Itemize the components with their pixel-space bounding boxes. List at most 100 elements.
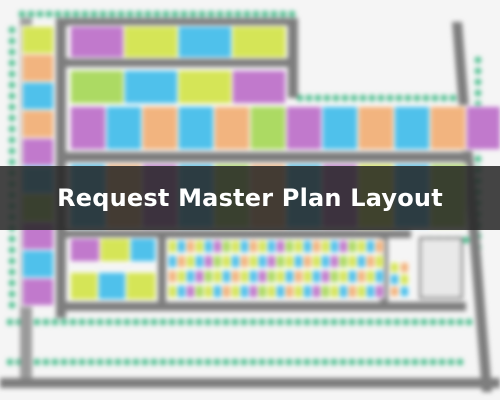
plot: [176, 284, 187, 299]
tree-icon: [135, 10, 143, 18]
tree-icon: [150, 358, 158, 366]
tree-icon: [54, 10, 62, 18]
tree-icon: [384, 358, 392, 366]
tree-icon: [33, 358, 41, 366]
tree-icon: [132, 358, 140, 366]
tree-icon: [8, 26, 16, 34]
tree-icon: [8, 279, 16, 287]
plot: [123, 25, 179, 59]
plot: [185, 269, 196, 284]
tree-icon: [60, 318, 68, 326]
tree-icon: [8, 37, 16, 45]
plot: [275, 269, 286, 284]
plot: [176, 239, 187, 254]
tree-icon: [8, 246, 16, 254]
tree-icon: [8, 59, 16, 67]
tree-icon: [474, 89, 482, 97]
plot: [239, 239, 250, 254]
tree-icon: [195, 318, 203, 326]
tree-icon: [204, 358, 212, 366]
plot: [177, 25, 233, 59]
plot: [321, 105, 359, 151]
plot: [311, 284, 322, 299]
plot: [248, 269, 259, 284]
plot: [21, 81, 55, 111]
tree-icon: [186, 358, 194, 366]
road-segment: [66, 302, 466, 311]
plot: [365, 284, 376, 299]
tree-icon: [8, 70, 16, 78]
tree-icon: [321, 358, 329, 366]
tree-icon: [252, 10, 260, 18]
tree-icon: [222, 318, 230, 326]
tree-icon: [126, 10, 134, 18]
tree-icon: [42, 318, 50, 326]
plot: [311, 239, 322, 254]
plot: [399, 273, 410, 286]
plot: [302, 254, 313, 269]
plot: [167, 284, 178, 299]
tree-icon: [375, 358, 383, 366]
request-layout-button[interactable]: Request Master Plan Layout: [0, 166, 500, 230]
tree-icon: [90, 10, 98, 18]
tree-icon: [8, 301, 16, 309]
tree-icon: [393, 318, 401, 326]
tree-icon: [240, 318, 248, 326]
tree-icon: [6, 358, 14, 366]
tree-icon: [78, 318, 86, 326]
tree-icon: [366, 358, 374, 366]
tree-icon: [114, 358, 122, 366]
tree-icon: [8, 257, 16, 265]
tree-icon: [348, 358, 356, 366]
tree-icon: [186, 318, 194, 326]
plot: [356, 254, 367, 269]
tree-icon: [341, 94, 349, 102]
plot: [167, 254, 178, 269]
plot: [203, 254, 214, 269]
tree-icon: [159, 358, 167, 366]
plot: [21, 137, 55, 167]
tree-icon: [225, 10, 233, 18]
tree-icon: [168, 318, 176, 326]
plot: [69, 271, 99, 301]
tree-icon: [447, 358, 455, 366]
plot: [293, 269, 304, 284]
tree-icon: [474, 56, 482, 64]
plot: [311, 254, 322, 269]
tree-icon: [357, 358, 365, 366]
plot: [185, 284, 196, 299]
road-segment: [0, 378, 500, 388]
plot: [257, 284, 268, 299]
plot: [320, 239, 331, 254]
plot: [338, 254, 349, 269]
tree-icon: [429, 318, 437, 326]
tree-icon: [8, 92, 16, 100]
tree-icon: [276, 318, 284, 326]
tree-icon: [303, 358, 311, 366]
tree-icon: [63, 10, 71, 18]
plot: [194, 284, 205, 299]
plot: [311, 269, 322, 284]
tree-icon: [231, 318, 239, 326]
tree-icon: [438, 318, 446, 326]
plot: [123, 69, 179, 105]
tree-icon: [258, 358, 266, 366]
tree-icon: [195, 358, 203, 366]
tree-icon: [153, 10, 161, 18]
tree-icon: [234, 10, 242, 18]
plot: [230, 284, 241, 299]
plot: [99, 237, 131, 263]
tree-icon: [323, 94, 331, 102]
road-segment: [66, 18, 290, 26]
tree-icon: [368, 94, 376, 102]
plot: [389, 261, 400, 274]
tree-icon: [8, 114, 16, 122]
plot: [69, 69, 125, 105]
plot: [285, 105, 323, 151]
plot: [347, 284, 358, 299]
plot: [329, 239, 340, 254]
plot: [329, 284, 340, 299]
plot: [275, 254, 286, 269]
plot: [320, 269, 331, 284]
